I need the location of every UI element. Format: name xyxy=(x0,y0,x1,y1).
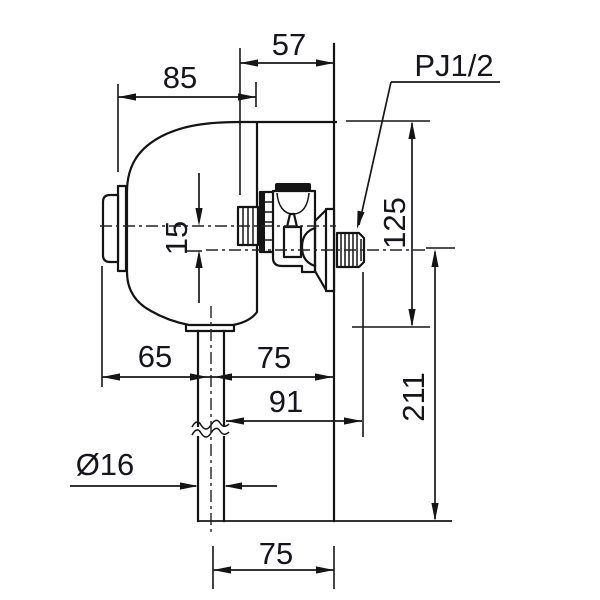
dimension-85: 85 xyxy=(117,60,257,172)
dim-label-211: 211 xyxy=(396,372,431,421)
dim-label-75-bottom: 75 xyxy=(259,536,293,571)
dimension-65-75: 65 75 xyxy=(101,266,333,387)
thread-spec-label: PJ1/2 xyxy=(414,48,493,83)
outlet-shoulder xyxy=(184,323,236,333)
arrowhead xyxy=(408,309,416,327)
dim-label-75: 75 xyxy=(257,340,291,375)
arrowhead xyxy=(214,373,232,381)
dimension-125: 125 xyxy=(346,120,430,328)
arrowhead xyxy=(315,373,333,381)
dimension-15: 15 xyxy=(159,173,203,303)
arrowhead xyxy=(344,417,362,425)
arrowhead xyxy=(240,59,258,67)
arrowhead xyxy=(357,210,365,229)
dim-label-65: 65 xyxy=(138,339,172,374)
arrowhead xyxy=(431,503,439,521)
valve-cap-band xyxy=(275,183,311,192)
dim-label-85: 85 xyxy=(163,60,197,95)
arrowhead xyxy=(118,93,136,101)
arrowhead xyxy=(316,566,334,574)
leader-line xyxy=(358,81,392,226)
valve-body xyxy=(101,120,338,333)
dim-label-15: 15 xyxy=(159,221,194,255)
escutcheon-dome xyxy=(300,226,317,268)
arrowhead xyxy=(224,482,242,490)
valve-cartridge xyxy=(282,225,303,259)
arrowhead xyxy=(431,249,439,267)
arrowhead xyxy=(102,373,120,381)
centerlines xyxy=(100,225,428,536)
arrowhead xyxy=(195,250,203,268)
dim-label-125: 125 xyxy=(377,197,412,249)
adjuster-stack-edge xyxy=(260,192,265,252)
dim-label-dia16: Ø16 xyxy=(76,447,135,482)
arrowhead xyxy=(408,121,416,139)
body-left-cap xyxy=(101,193,120,264)
escutcheon-trumpet xyxy=(313,208,328,292)
dim-label-91: 91 xyxy=(269,384,303,419)
arrowhead xyxy=(316,59,334,67)
body-left-flange xyxy=(116,184,128,273)
arrowhead xyxy=(213,566,231,574)
dimension-211: 211 xyxy=(396,247,455,521)
dimension-75-bottom: 75 xyxy=(212,536,335,589)
arrowhead xyxy=(195,208,203,226)
arrowhead xyxy=(238,93,256,101)
arrowhead xyxy=(180,482,198,490)
dimension-57: 57 xyxy=(239,27,334,195)
callout-pj12: PJ1/2 xyxy=(357,48,500,229)
dim-label-57: 57 xyxy=(272,27,306,62)
arrowhead xyxy=(226,417,244,425)
body-outline xyxy=(125,120,338,327)
arrowhead xyxy=(190,373,208,381)
outlet-pipe xyxy=(191,329,452,523)
dimension-91: 91 xyxy=(226,272,364,437)
valve-stem-funnel xyxy=(285,212,299,229)
dimension-dia16: Ø16 xyxy=(70,447,277,490)
